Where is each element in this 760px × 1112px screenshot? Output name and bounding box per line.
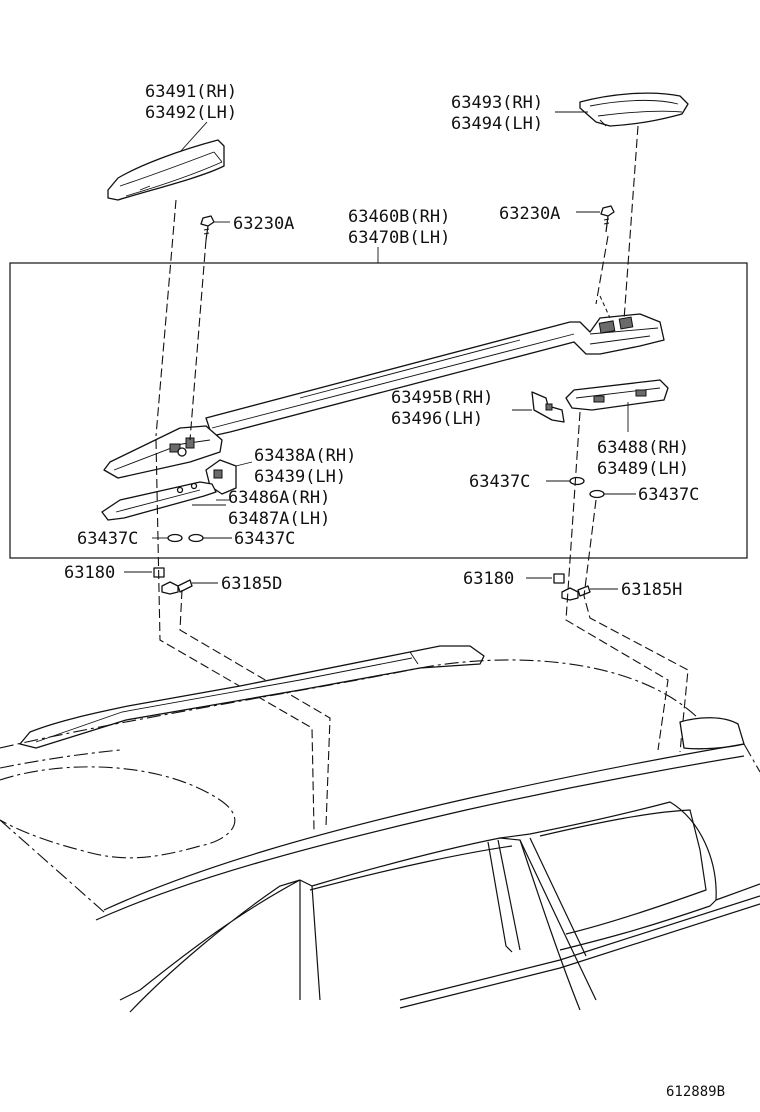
label-63437c-front-right: 63437C bbox=[234, 529, 295, 549]
alignment-lines bbox=[155, 125, 689, 831]
front-bracket-leader bbox=[235, 461, 253, 467]
label-63495b-rh: 63495B(RH) bbox=[391, 388, 493, 408]
label-63437c-rear-left: 63437C bbox=[469, 472, 530, 492]
washer-d bbox=[589, 489, 605, 499]
bolt-left bbox=[161, 579, 193, 595]
label-63460b-rh: 63460B(RH) bbox=[348, 207, 450, 227]
screw-left bbox=[200, 215, 215, 241]
screw-right bbox=[600, 205, 615, 233]
label-63230a-right: 63230A bbox=[499, 204, 560, 224]
front-cover-leader bbox=[179, 121, 208, 153]
label-63492-lh: 63492(LH) bbox=[145, 103, 237, 123]
label-63185h: 63185H bbox=[621, 580, 682, 600]
label-63180-right: 63180 bbox=[463, 569, 514, 589]
label-63185d: 63185D bbox=[221, 574, 282, 594]
label-63488-rh: 63488(RH) bbox=[597, 438, 689, 458]
rear-clip bbox=[531, 391, 565, 423]
washer-c bbox=[569, 476, 585, 486]
nut-right bbox=[553, 573, 565, 584]
label-63180-left: 63180 bbox=[64, 563, 115, 583]
vehicle-roof bbox=[0, 645, 760, 1013]
label-63470b-lh: 63470B(LH) bbox=[348, 228, 450, 248]
front-rail-base bbox=[103, 425, 223, 479]
label-63489-lh: 63489(LH) bbox=[597, 459, 689, 479]
label-63496-lh: 63496(LH) bbox=[391, 409, 483, 429]
rear-end-cover bbox=[579, 92, 689, 127]
front-end-cover bbox=[107, 139, 225, 201]
label-63491-rh: 63491(RH) bbox=[145, 82, 237, 102]
bolt-right bbox=[561, 585, 591, 601]
washer-b bbox=[188, 533, 204, 543]
front-pad bbox=[101, 481, 217, 521]
assembly-frame bbox=[9, 262, 748, 559]
label-63494-lh: 63494(LH) bbox=[451, 114, 543, 134]
label-63230a-left: 63230A bbox=[233, 214, 294, 234]
drawing-id: 612889B bbox=[666, 1084, 725, 1100]
rear-rail-base bbox=[565, 379, 669, 411]
washer-a bbox=[167, 533, 183, 543]
roof-rail bbox=[205, 313, 665, 437]
label-63437c-rear-right: 63437C bbox=[638, 485, 699, 505]
label-63437c-front-left: 63437C bbox=[77, 529, 138, 549]
label-63486a-rh: 63486A(RH) bbox=[228, 488, 330, 508]
label-63493-rh: 63493(RH) bbox=[451, 93, 543, 113]
label-63439-lh: 63439(LH) bbox=[254, 467, 346, 487]
label-63487a-lh: 63487A(LH) bbox=[228, 509, 330, 529]
label-63438a-rh: 63438A(RH) bbox=[254, 446, 356, 466]
